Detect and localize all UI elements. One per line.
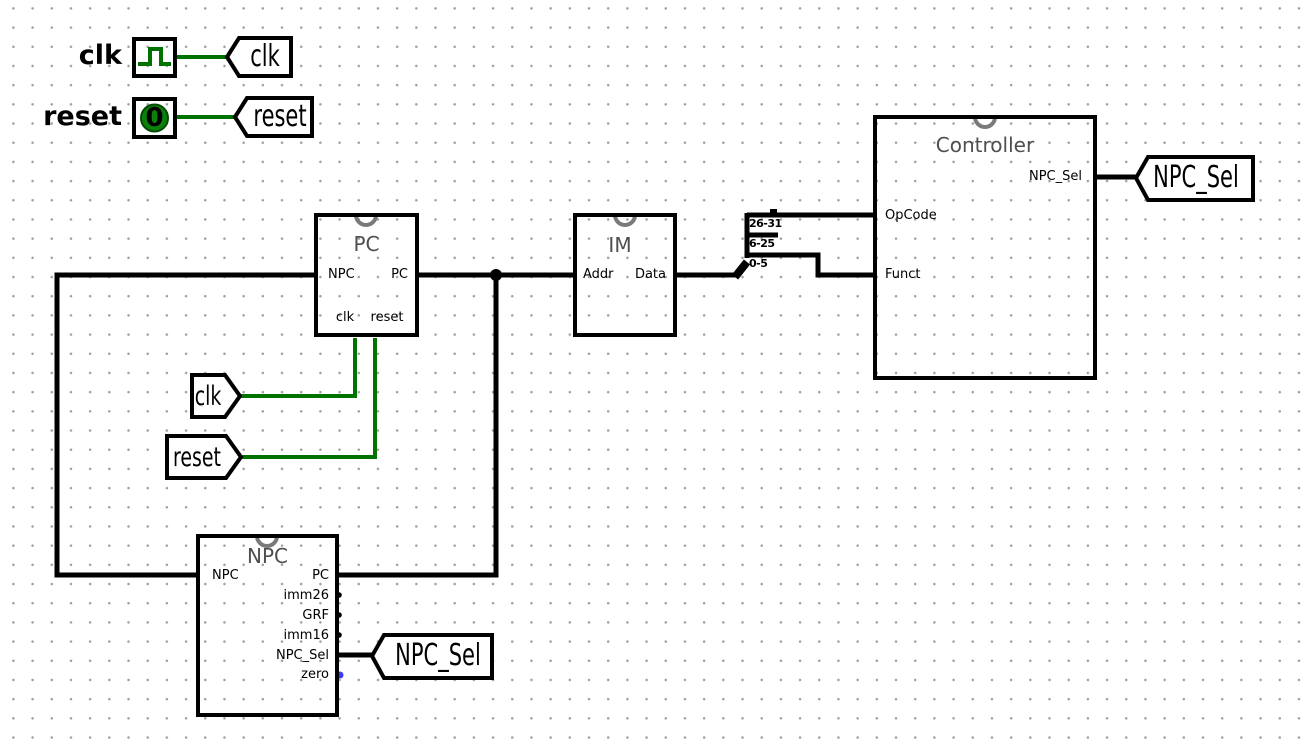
wire-clktunnel-to-pc[interactable] [240, 338, 357, 398]
tunnel-reset-mid-label: reset [173, 442, 221, 473]
controller-block[interactable] [873, 115, 1097, 380]
reset-pin-value-circle [140, 103, 169, 133]
npc-port-npc: NPC [212, 568, 239, 583]
npc-orientation-arc [255, 535, 279, 548]
tunnel-reset-top[interactable] [232, 96, 314, 138]
tunnel-reset-top-label: reset [253, 99, 307, 134]
npc-block[interactable] [196, 534, 339, 717]
clock-waveform-icon [138, 47, 171, 66]
clock-component[interactable] [132, 37, 177, 78]
wire-npc-to-pc[interactable] [54, 272, 314, 578]
reset-pin-value: 0 [145, 103, 164, 133]
pc-block[interactable] [314, 213, 419, 337]
pc-port-reset: reset [370, 310, 404, 325]
im-port-data: Data [634, 267, 666, 282]
wire-resettunnel-to-pc[interactable] [241, 338, 377, 459]
tunnel-reset-mid[interactable] [165, 434, 244, 480]
pc-title: PC [353, 232, 380, 256]
wire-junction-dot [490, 269, 502, 281]
clock-label: clk [78, 40, 122, 71]
npc-port-zero: zero [301, 667, 329, 682]
reset-pin-label: reset [43, 101, 122, 132]
npc-port-grf: GRF [302, 608, 329, 623]
pc-port-clk: clk [335, 310, 355, 325]
tunnel-npcsel-right[interactable] [1133, 155, 1255, 202]
tunnel-npcsel-bottom[interactable] [369, 633, 494, 680]
controller-port-opcode: OpCode [885, 208, 937, 223]
controller-title: Controller [935, 133, 1035, 157]
controller-port-funct: Funct [885, 267, 921, 282]
wire-pc-to-npc[interactable] [339, 275, 499, 578]
tunnel-clk-top[interactable] [224, 36, 293, 78]
npc-port-imm16: imm16 [283, 628, 329, 643]
tunnel-clk-mid-label: clk [194, 381, 222, 412]
splitter-leg-funct[interactable] [747, 252, 875, 278]
pc-port-npc: NPC [328, 267, 355, 282]
splitter-leg-nub [770, 209, 777, 214]
npc-title: NPC [247, 544, 288, 568]
im-title: IM [608, 233, 632, 257]
controller-port-npcsel: NPC_Sel [1028, 169, 1082, 184]
npc-port-pc: PC [312, 568, 329, 583]
tunnel-npcsel-right-label: NPC_Sel [1153, 160, 1239, 195]
im-port-addr: Addr [583, 267, 614, 282]
pc-port-pc: PC [391, 267, 408, 282]
im-block[interactable] [573, 213, 677, 337]
controller-orientation-arc [973, 116, 997, 129]
splitter-label-middle-bits: 6-25 [749, 237, 775, 250]
splitter-label-funct-bits: 0-5 [749, 257, 768, 270]
tunnel-npcsel-bottom-label: NPC_Sel [395, 638, 481, 673]
npc-port-imm26: imm26 [283, 588, 329, 603]
reset-input-pin[interactable] [132, 97, 177, 139]
npc-port-npcsel: NPC_Sel [275, 648, 329, 663]
im-orientation-arc [613, 214, 637, 227]
pc-orientation-arc [354, 214, 378, 227]
splitter-trunk[interactable] [731, 259, 751, 280]
splitter-label-opcode-bits: 26-31 [749, 217, 782, 230]
tunnel-clk-mid[interactable] [190, 373, 243, 419]
tunnel-clk-top-label: clk [250, 39, 280, 74]
